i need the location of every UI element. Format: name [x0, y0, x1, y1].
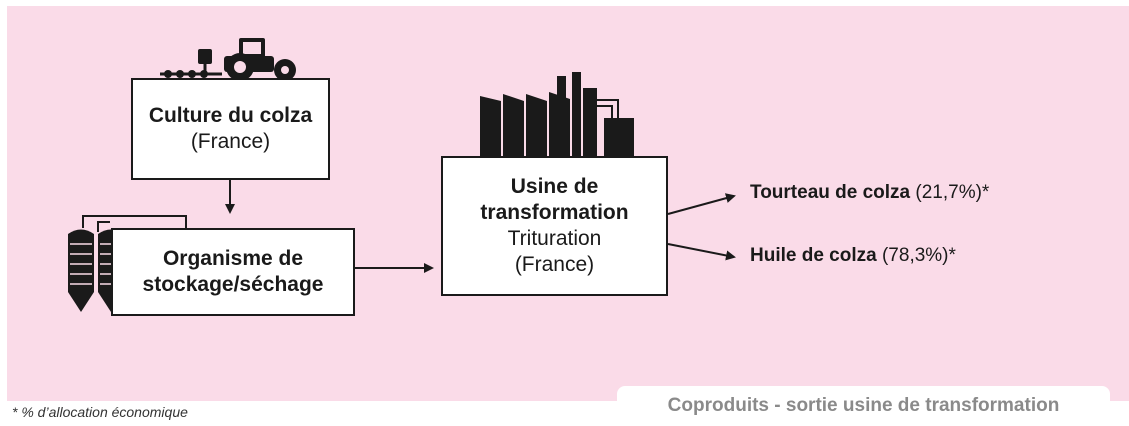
node-usine-transformation: Usine de transformation Trituration (Fra…	[441, 156, 668, 296]
tractor-seeder-icon	[160, 38, 296, 81]
arrow-usine-to-huile	[667, 243, 736, 261]
node-usine-line2: transformation	[480, 200, 629, 224]
node-organisme-line1: Organisme de	[162, 246, 304, 270]
output-huile-name: Huile de colza	[750, 245, 877, 266]
arrow-usine-to-tourteau	[667, 193, 736, 215]
node-usine-line4: (France)	[514, 253, 595, 277]
output-tourteau-share: (21,7%)*	[915, 182, 990, 203]
footnote: * % d’allocation économique	[12, 404, 188, 420]
output-tourteau-name: Tourteau de colza	[750, 182, 911, 203]
node-usine-line1: Usine de	[510, 174, 599, 198]
node-culture-title: Culture du colza	[148, 103, 313, 127]
node-usine-line3: Trituration	[507, 227, 602, 250]
node-organisme-line2: stockage/séchage	[142, 273, 324, 296]
output-huile-share: (78,3%)*	[881, 245, 956, 266]
section-tab: Coproduits - sortie usine de transformat…	[617, 386, 1110, 426]
node-organisme-stockage: Organisme de stockage/séchage	[111, 228, 355, 316]
node-culture-du-colza: Culture du colza (France)	[131, 78, 330, 180]
node-culture-subtitle: (France)	[190, 130, 271, 153]
output-tourteau: Tourteau de colza (21,7%)*	[750, 182, 989, 204]
output-huile: Huile de colza (78,3%)*	[750, 245, 956, 267]
factory-icon	[480, 72, 634, 156]
